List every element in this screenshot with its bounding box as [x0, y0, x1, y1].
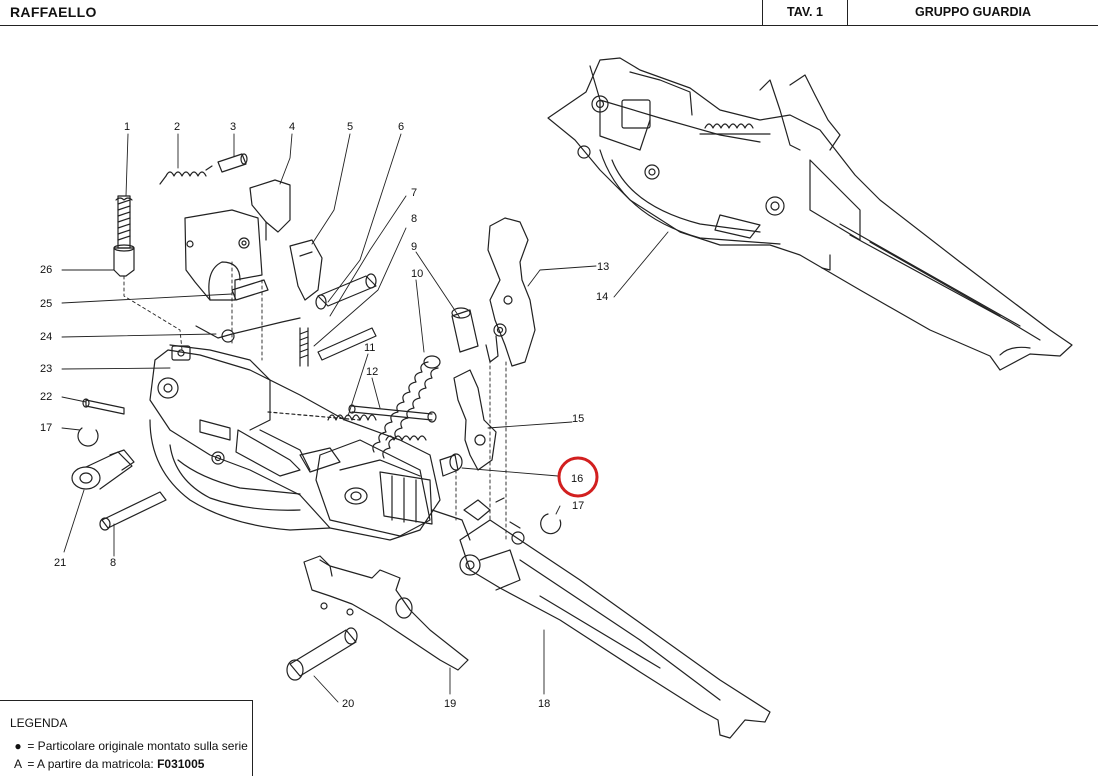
part-16-bushing — [439, 453, 463, 477]
part-8-pin-upper — [317, 327, 377, 361]
part-2-spring — [159, 165, 213, 185]
part-3-pin — [217, 153, 248, 173]
part-26-plunger — [113, 244, 135, 277]
part-15-sear-lower — [453, 369, 497, 471]
part-9-pin — [451, 307, 479, 353]
legend-symbol-dot: ● — [14, 739, 22, 753]
label-12: 12 — [366, 366, 378, 378]
part-25-pin — [231, 279, 269, 301]
trigger-guard-body — [149, 209, 441, 541]
legend-text: = A partire da matricola: — [27, 757, 158, 771]
part-18-trigger-bar — [431, 497, 771, 739]
assembled-trigger-group — [547, 57, 1073, 371]
header-bar: RAFFAELLO TAV. 1 GRUPPO GUARDIA — [0, 0, 1098, 26]
part-4-sear — [249, 179, 291, 241]
part-8-pin-lower — [99, 491, 167, 531]
group-title: GRUPPO GUARDIA — [915, 5, 1031, 19]
label-3: 3 — [230, 121, 236, 133]
legend-box: LEGENDA ● = Particolare originale montat… — [0, 700, 253, 776]
part-22-pin — [82, 398, 125, 415]
label-16: 16 — [571, 473, 583, 485]
part-7-spring-small — [299, 327, 309, 367]
legend-row-serial: A = A partire da matricola: F031005 — [12, 757, 204, 771]
part-24-wire-spring — [195, 317, 301, 343]
label-22: 22 — [40, 391, 52, 403]
part-labels: 1 2 3 4 5 6 7 8 9 10 11 12 13 14 15 16 1… — [40, 121, 609, 710]
part-19-plate — [303, 555, 469, 671]
legend-symbol-a: A — [13, 757, 22, 771]
label-9: 9 — [411, 241, 417, 253]
label-7: 7 — [411, 187, 417, 199]
exploded-view-drawing: 1 2 3 4 5 6 7 8 9 10 11 12 13 14 15 16 1… — [40, 57, 1073, 739]
part-12-rod-and-spring — [267, 404, 437, 441]
label-15: 15 — [572, 413, 584, 425]
part-21-roller — [71, 449, 135, 490]
header-divider — [762, 0, 764, 26]
legend-row-original: ● = Particolare originale montato sulla … — [12, 739, 248, 753]
plate-number: TAV. 1 — [787, 5, 823, 19]
label-17-left: 17 — [40, 422, 52, 434]
leader-lines — [61, 133, 669, 703]
label-19: 19 — [444, 698, 456, 710]
part-6-pin — [315, 273, 377, 310]
label-5: 5 — [347, 121, 353, 133]
part-17-clip-right — [540, 513, 562, 535]
model-title: RAFFAELLO — [10, 4, 97, 20]
label-10: 10 — [411, 268, 423, 280]
label-26: 26 — [40, 264, 52, 276]
label-11: 11 — [364, 342, 375, 354]
legend-text: = Particolare originale montato sulla se… — [27, 739, 248, 753]
label-2: 2 — [174, 121, 180, 133]
legend-title: LEGENDA — [10, 716, 68, 730]
label-1: 1 — [124, 121, 130, 133]
header-divider — [847, 0, 849, 26]
serial-number: F031005 — [157, 757, 205, 771]
part-17-clip-left — [77, 427, 99, 447]
label-6: 6 — [398, 121, 404, 133]
assembly-guides — [123, 261, 507, 541]
label-8-lower: 8 — [110, 557, 116, 569]
label-21: 21 — [54, 557, 66, 569]
part-20-pin — [286, 627, 358, 681]
label-8: 8 — [411, 213, 417, 225]
label-14: 14 — [596, 291, 608, 303]
part-1-spring-pin — [115, 195, 133, 249]
label-18: 18 — [538, 698, 550, 710]
label-23: 23 — [40, 363, 52, 375]
highlight-circle-part-16 — [557, 456, 599, 498]
part-5-hammer — [289, 239, 323, 301]
label-25: 25 — [40, 298, 52, 310]
part-13-sear — [485, 217, 536, 367]
label-4: 4 — [289, 121, 295, 133]
label-20: 20 — [342, 698, 354, 710]
label-13: 13 — [597, 261, 609, 273]
label-17-right: 17 — [572, 500, 584, 512]
label-24: 24 — [40, 331, 52, 343]
part-11-spring — [327, 414, 377, 421]
